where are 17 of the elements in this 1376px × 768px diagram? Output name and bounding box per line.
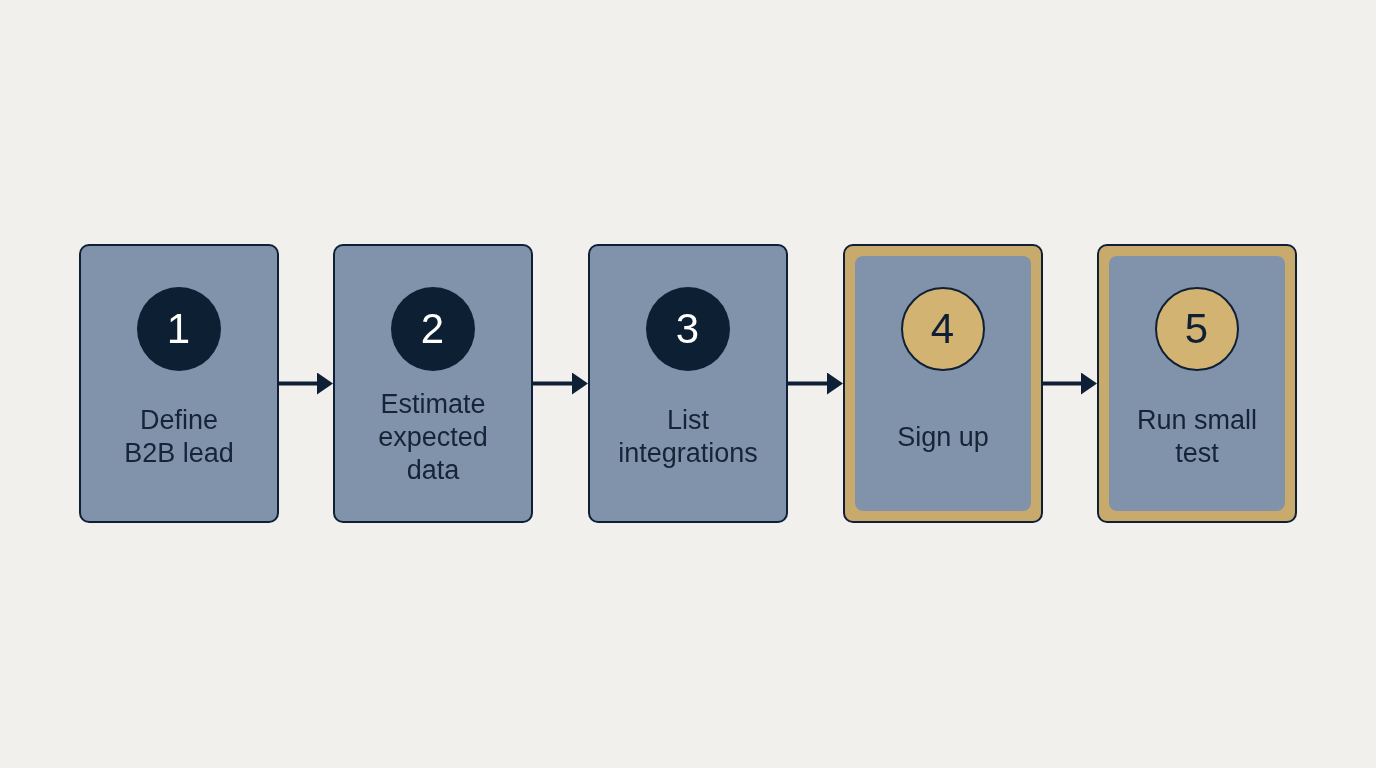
highlighted-step-card bbox=[1097, 244, 1297, 523]
step-label: Run small test bbox=[1135, 403, 1258, 470]
step-number-circle: 1 bbox=[136, 286, 221, 371]
arrow bbox=[533, 372, 588, 395]
step-card bbox=[333, 244, 533, 523]
step-card bbox=[588, 244, 788, 523]
step-label: Estimate expected data bbox=[377, 387, 489, 486]
arrow bbox=[788, 372, 843, 395]
step-card bbox=[79, 244, 279, 523]
step-label: List integrations bbox=[617, 403, 759, 470]
step-number-circle: 3 bbox=[645, 286, 730, 371]
arrow bbox=[1043, 372, 1097, 395]
step-label: Sign up bbox=[896, 420, 990, 453]
highlighted-step-card bbox=[843, 244, 1043, 523]
arrow bbox=[279, 372, 333, 395]
step-number-circle: 2 bbox=[390, 286, 475, 371]
step-label: Define B2B lead bbox=[123, 403, 235, 470]
